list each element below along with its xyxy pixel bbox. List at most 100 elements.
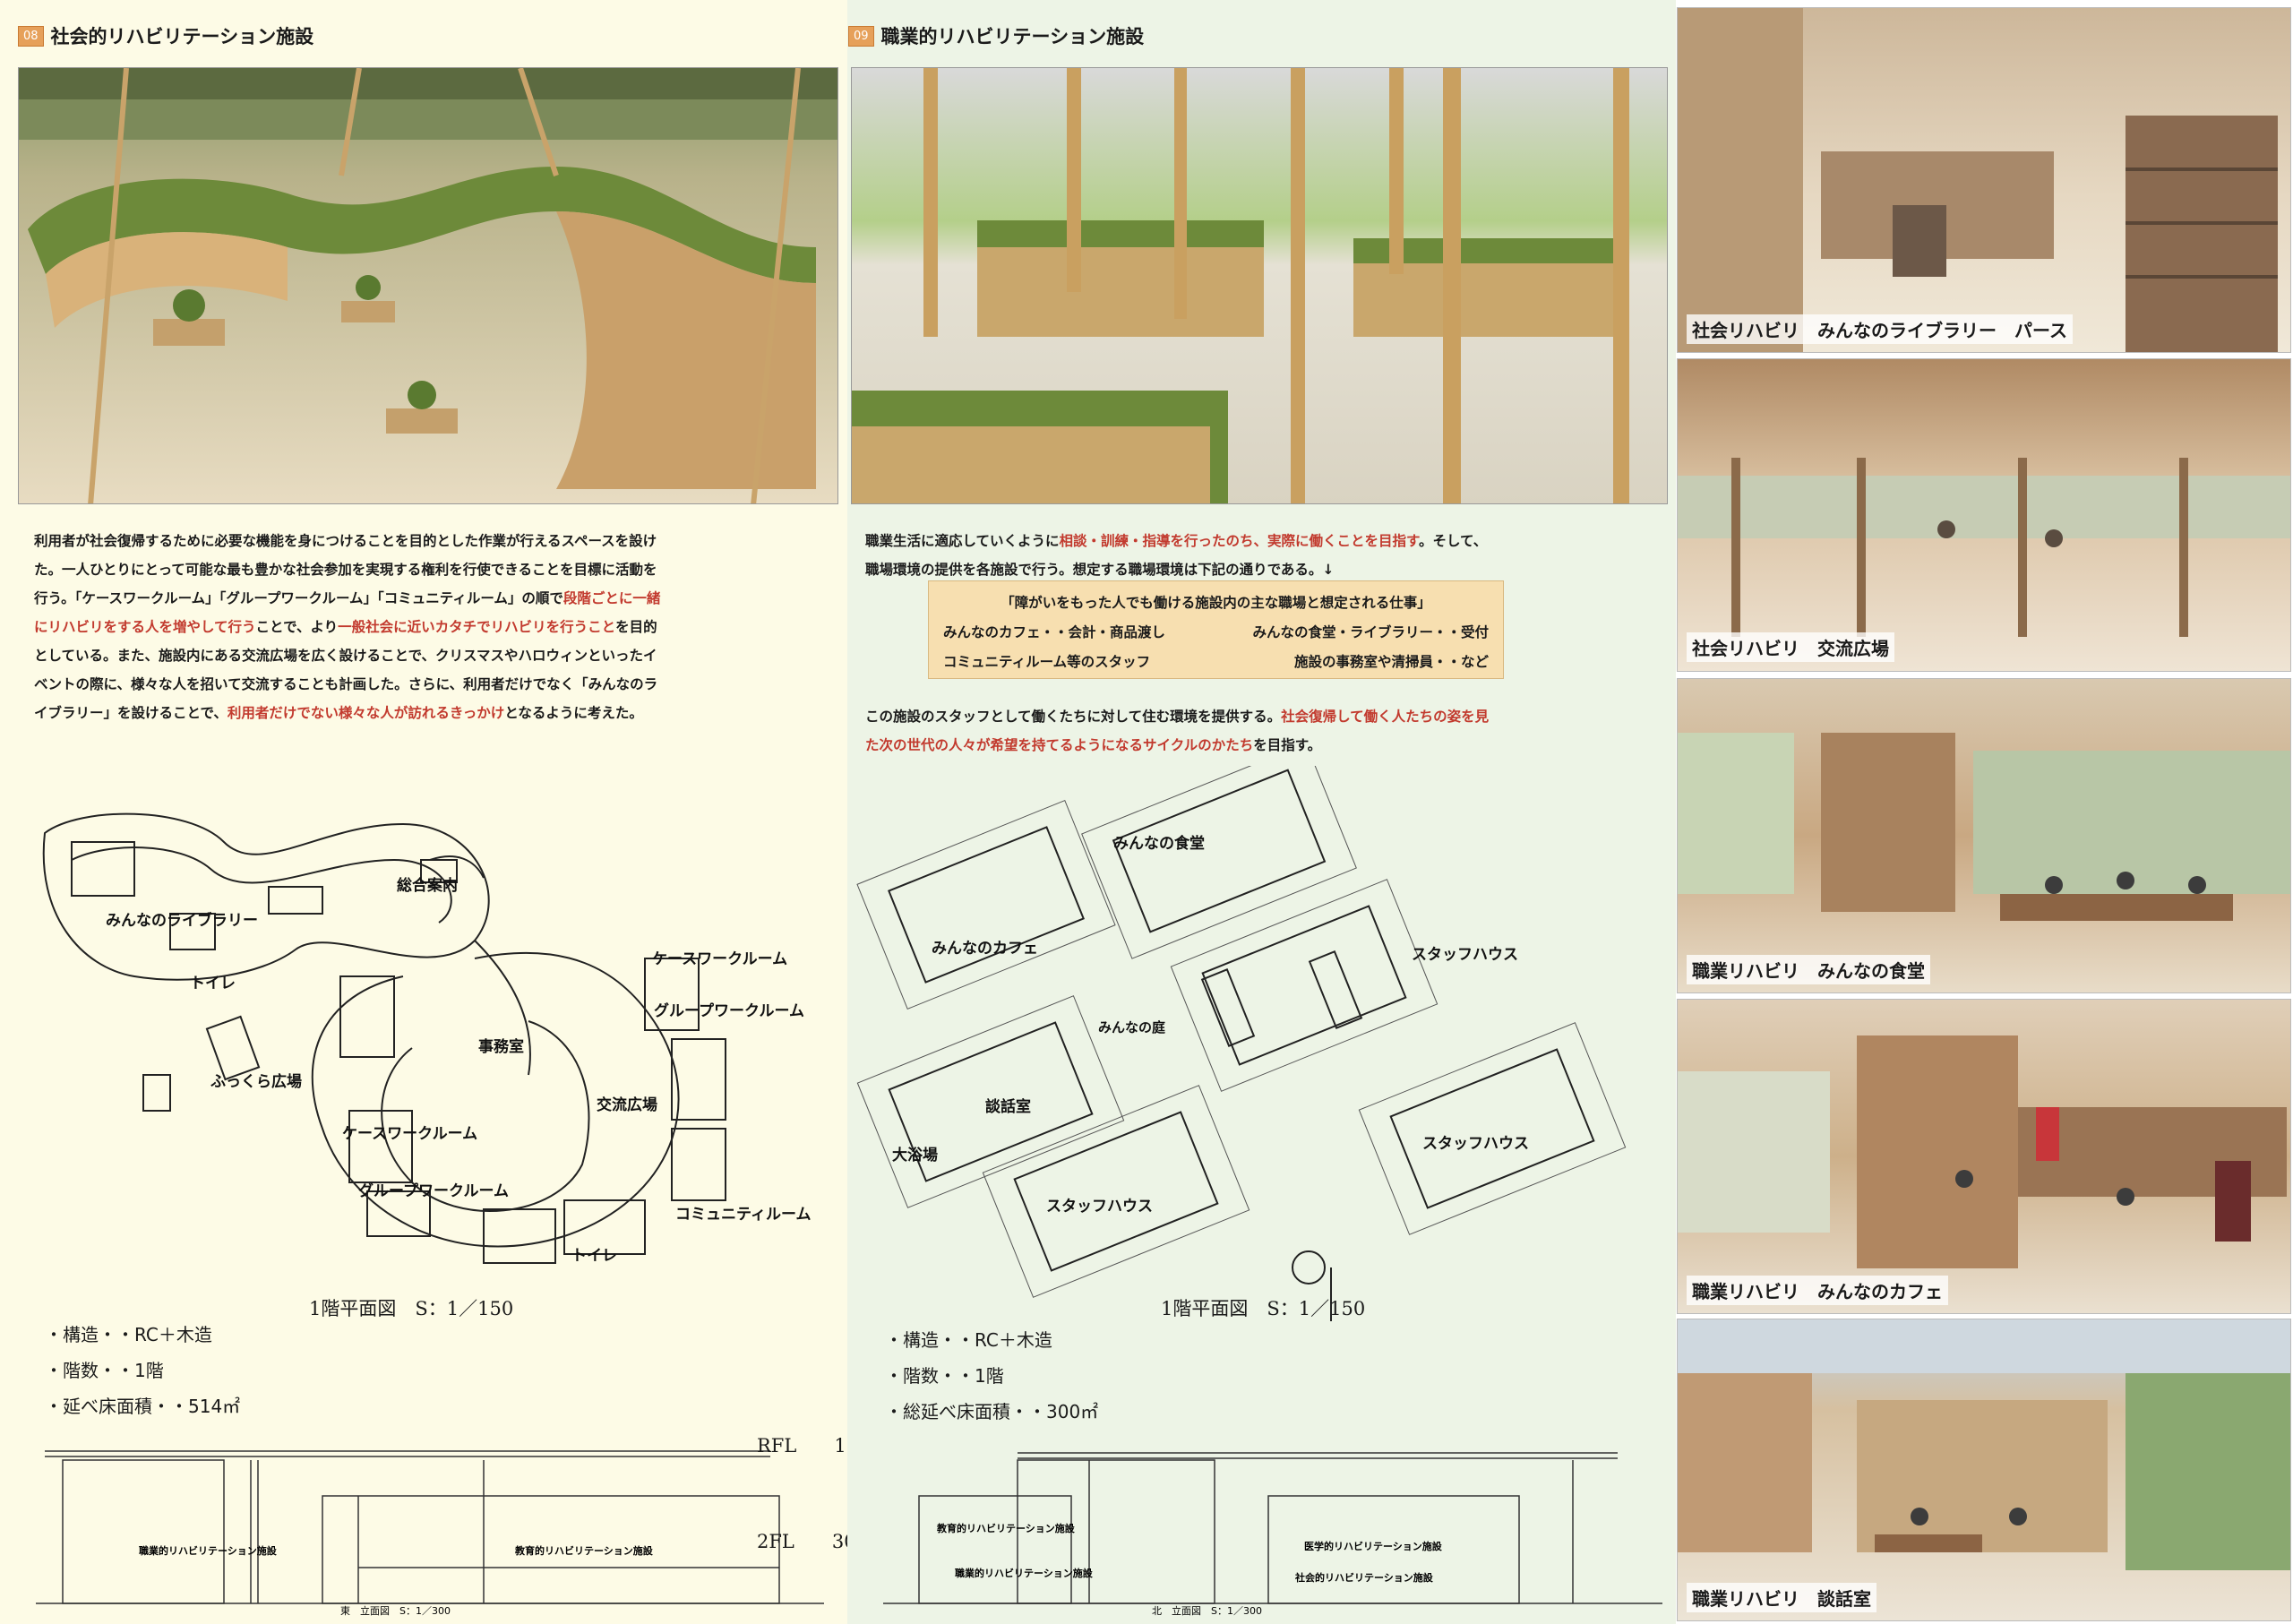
para-line: としている。また、施設内にある交流広場を広く設けることで、クリスマスやハロウィン… xyxy=(34,648,657,664)
plan-label-fukkura-plaza: ふっくら広場 xyxy=(210,1072,302,1091)
elevation-tag: 職業的リハビリテーション施設 xyxy=(139,1544,278,1557)
section-number: 09 xyxy=(848,25,874,47)
rendering-library: 社会リハビリ みんなのライブラリー パース xyxy=(1677,7,2291,353)
model-photo-image xyxy=(19,68,837,503)
para-line: 行う。「ケースワークルーム」「グループワークルーム」「コミュニティルーム」の順で xyxy=(34,590,563,606)
rendering-dining: 職業リハビリ みんなの食堂 xyxy=(1677,678,2291,993)
section-header: 09 職業的リハビリテーション施設 xyxy=(848,18,1144,54)
model-photo xyxy=(851,67,1668,504)
spec-area: ・延べ床面積・・514㎡ xyxy=(45,1396,241,1417)
elevation-tag: 教育的リハビリテーション施設 xyxy=(936,1522,1076,1534)
workplace-box-title: 「障がいをもった人でも働ける施設内の主な職場と想定される仕事」 xyxy=(1001,595,1431,611)
workplace-community: コミュニティルーム等のスタッフ xyxy=(943,654,1151,670)
plan-label-library: みんなのライブラリー xyxy=(106,911,258,930)
rendering-dining-image xyxy=(1678,733,2290,921)
panel-renderings: 社会リハビリ みんなのライブラリー パース 社会リハビリ 交流広場 職業リハビリ… xyxy=(1676,0,2293,1624)
elevation-tag: 医学的リハビリテーション施設 xyxy=(1304,1540,1443,1552)
para-highlight: 段階ごとに一緒 xyxy=(563,590,661,606)
spec-structure: ・構造・・RC＋木造 xyxy=(885,1329,1052,1351)
plan-label-dining: みんなの食堂 xyxy=(1113,834,1205,853)
section-header: 08 社会的リハビリテーション施設 xyxy=(18,18,313,54)
para-line: 職業生活に適応していくように xyxy=(865,533,1060,549)
section-number: 08 xyxy=(18,25,44,47)
spec-structure: ・構造・・RC＋木造 xyxy=(45,1324,212,1345)
spec-floors: ・階数・・1階 xyxy=(885,1365,1004,1387)
rendering-exchange-plaza-image xyxy=(1678,458,2290,637)
elevation-north: 教育的リハビリテーション施設 医学的リハビリテーション施設 職業的リハビリテーシ… xyxy=(883,1452,1662,1617)
para-line: 利用者が社会復帰するために必要な機能を身につけることを目的とした作業が行えるスペ… xyxy=(34,533,657,549)
floor-plan-social: みんなのライブラリー 総合案内 トイレ ケースワークルーム グループワークルーム… xyxy=(42,812,811,1265)
para-line: イブラリー」を設けることで、 xyxy=(34,705,228,721)
plan-label-garden: みんなの庭 xyxy=(1098,1019,1166,1035)
plan-label-groupwork-2: グループワークルーム xyxy=(358,1181,509,1200)
elevation-caption: 北 立面図 S：1／300 xyxy=(1152,1604,1262,1617)
workplace-box: 「障がいをもった人でも働ける施設内の主な職場と想定される仕事」 みんなのカフェ・… xyxy=(928,580,1504,679)
para-highlight: 社会復帰して働く人たちの姿を見 xyxy=(1281,709,1490,725)
rendering-lounge-image xyxy=(1678,1319,2290,1570)
plan-label-groupwork: グループワークルーム xyxy=(654,1001,804,1020)
para-line: この施設のスタッフとして働くたちに対して住む環境を提供する。 xyxy=(865,709,1282,725)
para-line: となるように考えた。 xyxy=(504,705,643,721)
rendering-library-image xyxy=(1678,8,2278,352)
workplace-office: 施設の事務室や清掃員・・など xyxy=(1293,654,1489,670)
elevation-caption: 東 立面図 S：1／300 xyxy=(340,1604,451,1617)
plan-label-staff-house: スタッフハウス xyxy=(1412,946,1518,964)
elevation-east: 職業的リハビリテーション施設 教育的リハビリテーション施設 東 立面図 S：1／… xyxy=(36,1450,824,1617)
rendering-exchange-plaza: 社会リハビリ 交流広場 xyxy=(1677,358,2291,672)
para-highlight: た次の世代の人々が希望を持てるようになるサイクルのかたち xyxy=(865,737,1254,753)
para-highlight: 相談・訓練・指導を行ったのち、実際に働くことを目指す xyxy=(1059,533,1419,549)
plan-label-casework-2: ケースワークルーム xyxy=(342,1125,477,1143)
plan-scale: 1階平面図 S：1／150 xyxy=(1161,1298,1366,1319)
plan-label-toilet-2: トイレ xyxy=(571,1247,617,1265)
rendering-cafe-image xyxy=(1678,1035,2287,1268)
floor-plan-vocational: みんなの食堂 みんなのカフェ スタッフハウス みんなの庭 談話室 大浴場 スタッ… xyxy=(856,766,1627,1321)
description-paragraph-2: この施設のスタッフとして働くたちに対して住む環境を提供する。社会復帰して働く人た… xyxy=(865,702,1662,760)
para-line: 。そして、 xyxy=(1419,533,1488,549)
description-paragraph: 職業生活に適応していくように相談・訓練・指導を行ったのち、実際に働くことを目指す… xyxy=(865,527,1662,584)
plan-label-info: 総合案内 xyxy=(397,876,458,895)
caption-library: 社会リハビリ みんなのライブラリー パース xyxy=(1687,314,2073,344)
plan-label-staff-house-2: スタッフハウス xyxy=(1046,1198,1153,1216)
plan-label-office: 事務室 xyxy=(478,1037,524,1056)
section-title: 職業的リハビリテーション施設 xyxy=(880,26,1145,47)
rendering-lounge: 職業リハビリ 談話室 xyxy=(1677,1319,2291,1621)
plan-label-community: コミュニティルーム xyxy=(675,1206,811,1224)
plan-scale: 1階平面図 S：1／150 xyxy=(309,1298,514,1319)
section-title: 社会的リハビリテーション施設 xyxy=(50,26,314,47)
para-line: を目的 xyxy=(615,619,657,635)
elevation-tag: 社会的リハビリテーション施設 xyxy=(1294,1571,1434,1584)
caption-cafe: 職業リハビリ みんなのカフェ xyxy=(1687,1276,1948,1305)
plan-label-cafe: みんなのカフェ xyxy=(932,940,1038,958)
rendering-cafe: 職業リハビリ みんなのカフェ xyxy=(1677,999,2291,1314)
spec-list: ・構造・・RC＋木造 ・階数・・1階 ・総延べ床面積・・300㎡ xyxy=(885,1322,1098,1430)
panel-vocational-rehab: 09 職業的リハビリテーション施設 職業生活に適応していくように相談・訓練・指導… xyxy=(847,0,1676,1624)
para-line: 職場環境の提供を各施設で行う。想定する職場環境は下記の通りである。↓ xyxy=(865,562,1335,578)
plan-label-bath: 大浴場 xyxy=(892,1146,938,1164)
para-highlight: にリハビリをする人を増やして行う xyxy=(34,619,256,635)
plan-label-staff-house-3: スタッフハウス xyxy=(1422,1135,1529,1153)
plan-label-lounge: 談話室 xyxy=(985,1097,1031,1116)
para-line: ベントの際に、様々な人を招いて交流することも計画した。さらに、利用者だけでなく「… xyxy=(34,676,658,692)
model-photo xyxy=(18,67,838,504)
description-paragraph: 利用者が社会復帰するために必要な機能を身につけることを目的とした作業が行えるスペ… xyxy=(34,527,840,727)
spec-area: ・総延べ床面積・・300㎡ xyxy=(885,1401,1099,1422)
elevation-tag: 職業的リハビリテーション施設 xyxy=(955,1567,1094,1579)
para-highlight: 一般社会に近いカタチでリハビリを行うこと xyxy=(338,619,616,635)
para-line: た。一人ひとりにとって可能な最も豊かな社会参加を実現する権利を行使できることを目… xyxy=(34,562,657,578)
workplace-dining: みんなの食堂・ライブラリー・・受付 xyxy=(1252,624,1489,640)
plan-label-toilet: トイレ xyxy=(190,975,236,992)
caption-lounge: 職業リハビリ 談話室 xyxy=(1687,1583,1876,1612)
spec-floors: ・階数・・1階 xyxy=(45,1360,164,1381)
model-photo-image xyxy=(852,68,1667,503)
plan-label-casework: ケースワークルーム xyxy=(652,950,787,968)
caption-dining: 職業リハビリ みんなの食堂 xyxy=(1687,955,1930,984)
para-line: ことで、より xyxy=(255,619,339,635)
workplace-cafe: みんなのカフェ・・会計・商品渡し xyxy=(943,624,1166,640)
caption-exchange-plaza: 社会リハビリ 交流広場 xyxy=(1687,632,1894,662)
panel-social-rehab: 08 社会的リハビリテーション施設 利用者が社会復帰するために必要 xyxy=(0,0,847,1624)
elevation-tag: 教育的リハビリテーション施設 xyxy=(514,1544,654,1557)
spec-list: ・構造・・RC＋木造 ・階数・・1階 ・延べ床面積・・514㎡ xyxy=(45,1317,240,1424)
para-highlight: 利用者だけでない様々な人が訪れるきっかけ xyxy=(227,705,505,721)
plan-label-exchange-plaza: 交流広場 xyxy=(597,1096,657,1114)
para-line: を目指す。 xyxy=(1253,737,1322,753)
